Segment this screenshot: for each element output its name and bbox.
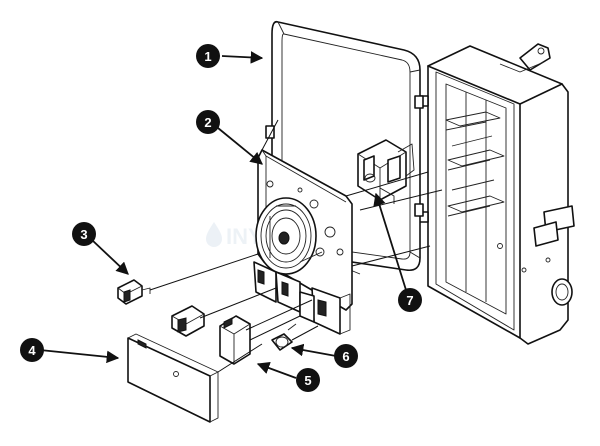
insulator-block xyxy=(219,315,251,365)
callout-2: 2 xyxy=(196,110,220,134)
callout-4-label: 4 xyxy=(28,343,36,358)
enclosure-box xyxy=(417,43,575,345)
callout-7-label: 7 xyxy=(406,293,413,308)
callout-1: 1 xyxy=(196,44,220,68)
water-drop-icon xyxy=(206,222,222,247)
callout-3-label: 3 xyxy=(80,227,87,242)
callout-2-label: 2 xyxy=(204,115,211,130)
callout-4: 4 xyxy=(20,338,44,362)
callout-arrows xyxy=(39,51,407,379)
mounting-plate xyxy=(253,149,353,335)
callout-3: 3 xyxy=(72,222,96,246)
trip-clip-large xyxy=(171,305,205,337)
assembly-guide-lines xyxy=(149,119,443,373)
callout-5: 5 xyxy=(296,368,320,392)
timer-motor xyxy=(357,139,415,204)
callout-6-label: 6 xyxy=(342,349,349,364)
callout-1-label: 1 xyxy=(204,49,211,64)
screw-fuse xyxy=(271,323,297,351)
callout-5-label: 5 xyxy=(304,373,311,388)
callout-7: 7 xyxy=(398,288,422,312)
callout-6: 6 xyxy=(334,344,358,368)
cover-panel xyxy=(127,333,219,423)
trip-clip-small xyxy=(117,279,151,305)
